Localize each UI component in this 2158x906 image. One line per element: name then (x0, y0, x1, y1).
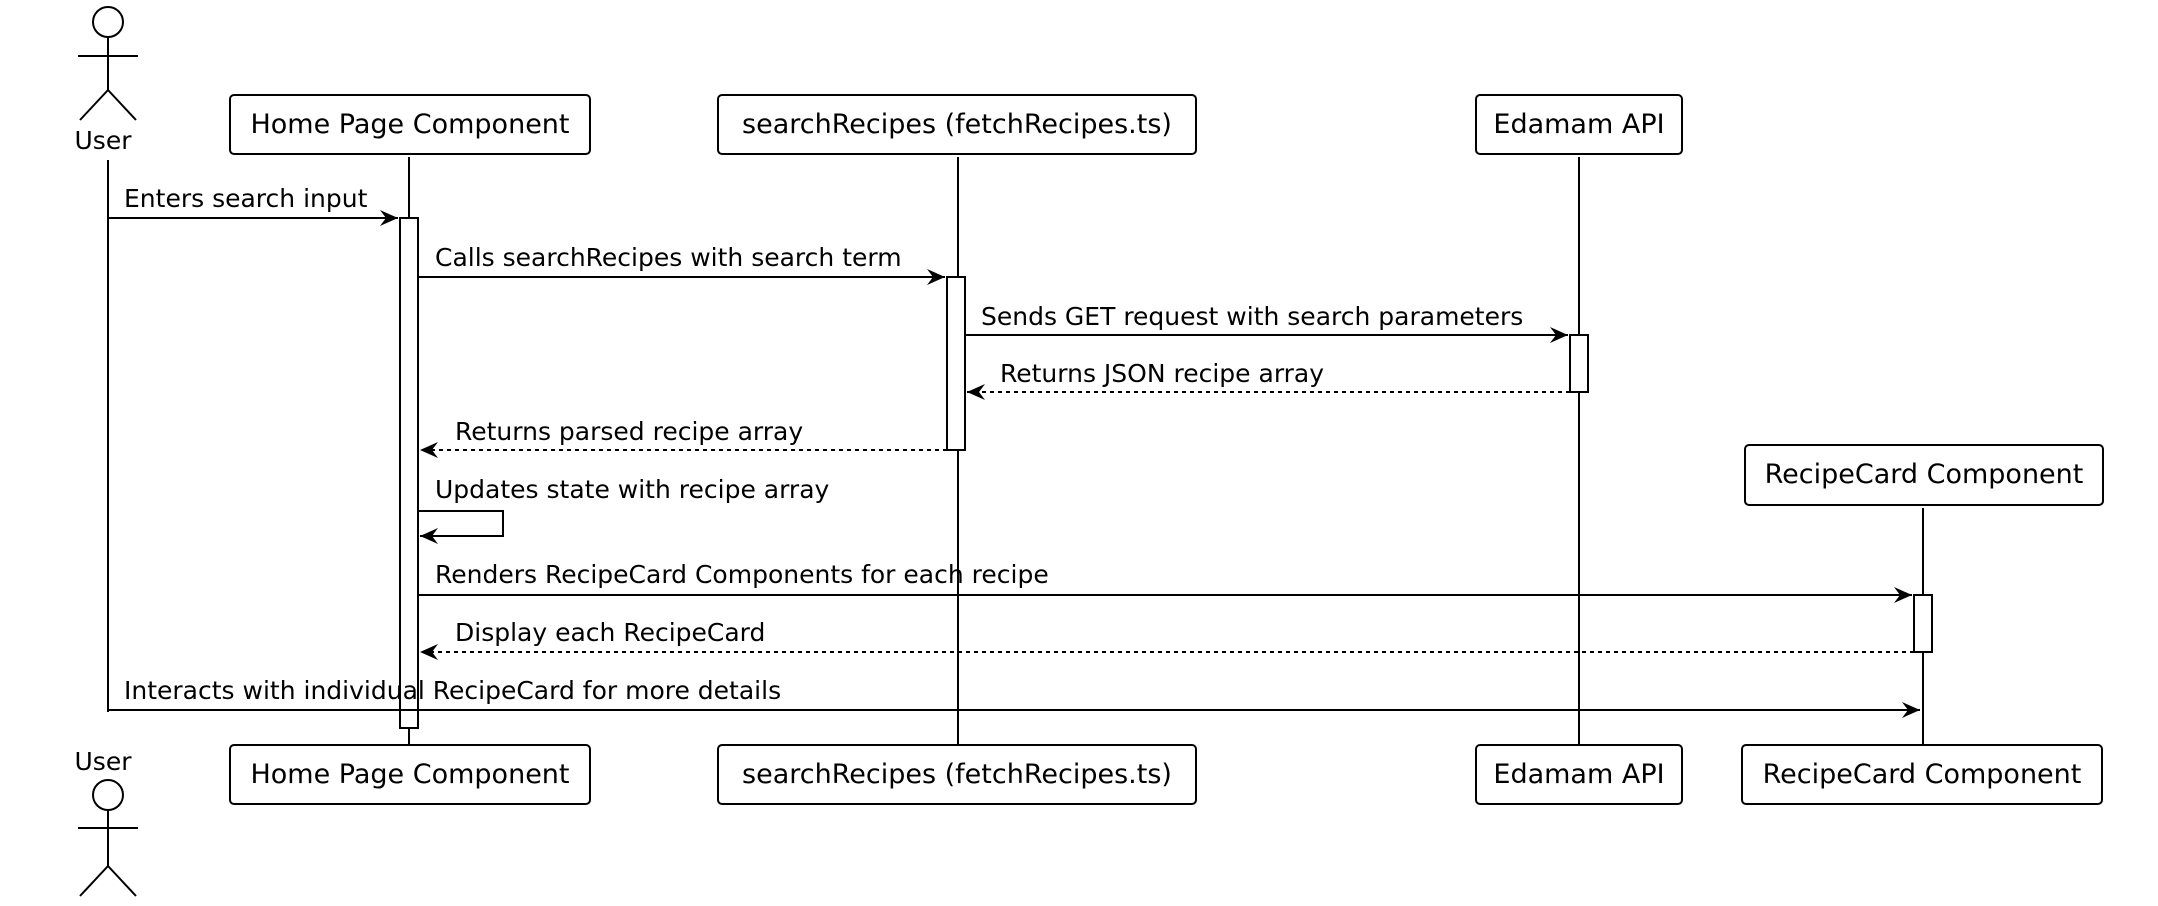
message-label: Display each RecipeCard (455, 618, 765, 647)
message-label: Calls searchRecipes with search term (435, 243, 902, 272)
message-3: Sends GET request with search parameters (965, 302, 1568, 343)
participant-search-recipes-bottom: searchRecipes (fetchRecipes.ts) (717, 744, 1197, 805)
participant-search-recipes-top: searchRecipes (fetchRecipes.ts) (717, 94, 1197, 155)
user-actor-top-label: User (75, 126, 133, 155)
message-5: Returns parsed recipe array (420, 417, 947, 458)
message-4: Returns JSON recipe array (967, 359, 1570, 400)
participant-home-page-component-top: Home Page Component (229, 94, 591, 155)
message-9: Interacts with individual RecipeCard for… (108, 676, 1920, 718)
participant-label: Edamam API (1493, 759, 1664, 790)
participant-edamam-api-top: Edamam API (1475, 94, 1683, 155)
message-2: Calls searchRecipes with search term (418, 243, 945, 285)
activation-recipecard-component (1913, 594, 1933, 653)
participant-label: Home Page Component (250, 109, 569, 140)
user-actor-top-icon (78, 6, 138, 121)
participant-label: searchRecipes (fetchRecipes.ts) (742, 759, 1172, 790)
message-label: Interacts with individual RecipeCard for… (124, 676, 781, 705)
participant-edamam-api-bottom: Edamam API (1475, 744, 1683, 805)
participant-label: searchRecipes (fetchRecipes.ts) (742, 109, 1172, 140)
participant-label: Home Page Component (250, 759, 569, 790)
message-8: Display each RecipeCard (420, 618, 1914, 660)
activation-search-recipes (946, 276, 966, 451)
message-label: Updates state with recipe array (435, 475, 830, 504)
participant-recipecard-component-top: RecipeCard Component (1744, 444, 2104, 506)
activation-home-page-component (399, 217, 419, 729)
message-7: Renders RecipeCard Components for each r… (418, 560, 1912, 603)
message-label: Returns JSON recipe array (1000, 359, 1324, 388)
message-1: Enters search input (108, 184, 398, 226)
user-actor-bottom-label: User (75, 747, 133, 776)
participant-home-page-component-bottom: Home Page Component (229, 744, 591, 805)
message-label: Returns parsed recipe array (455, 417, 803, 446)
participant-label: RecipeCard Component (1765, 459, 2084, 490)
participant-label: Edamam API (1493, 109, 1664, 140)
participant-recipecard-component-bottom: RecipeCard Component (1741, 744, 2103, 805)
message-6-self: Updates state with recipe array (418, 475, 830, 544)
message-label: Sends GET request with search parameters (981, 302, 1523, 331)
user-actor-bottom-icon (78, 779, 138, 897)
participant-label: RecipeCard Component (1763, 759, 2082, 790)
message-label: Enters search input (124, 184, 368, 213)
activation-edamam-api (1569, 334, 1589, 393)
message-label: Renders RecipeCard Components for each r… (435, 560, 1049, 589)
